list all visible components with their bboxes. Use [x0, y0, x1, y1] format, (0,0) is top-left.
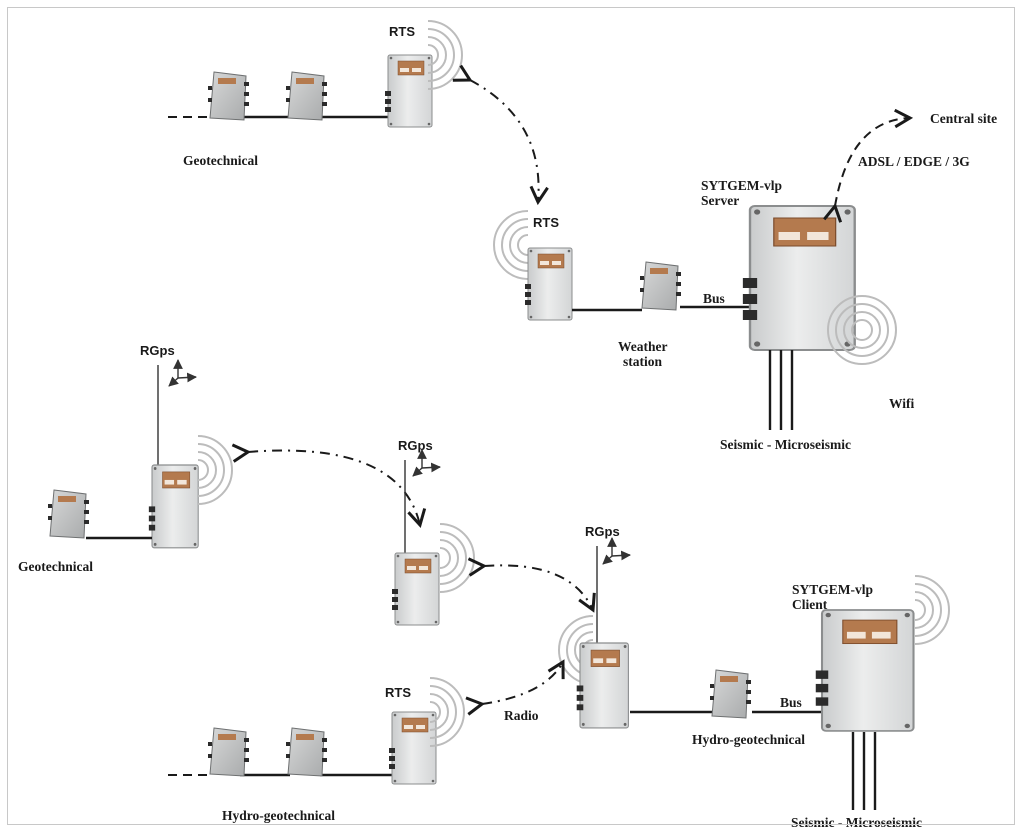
geotechnical-label-top: Geotechnical [183, 153, 258, 168]
seismic-label-client: Seismic - Microseismic [791, 815, 922, 830]
rts-enclosure [384, 54, 433, 128]
sensor-box [285, 71, 328, 121]
adsl-label: ADSL / EDGE / 3G [858, 154, 970, 169]
rgps-label-left: RGps [140, 343, 175, 358]
rts-label-mid: RTS [533, 215, 559, 230]
sensor-box [285, 727, 328, 777]
bus-label-server: Bus [703, 291, 725, 306]
client-label-line1: SYTGEM-vlp [792, 582, 873, 597]
rgps-label-right: RGps [585, 524, 620, 539]
client-area [558, 538, 950, 810]
central-site-label: Central site [930, 111, 997, 126]
middle-relay-station [391, 450, 475, 626]
rts-enclosure [388, 711, 437, 785]
radio-label: Radio [504, 708, 539, 723]
client-enclosure [814, 608, 915, 733]
bus-label-client: Bus [780, 695, 802, 710]
radio-waves-icon [493, 210, 529, 280]
weather-station-label-line2: station [623, 354, 662, 369]
geotechnical-label-left: Geotechnical [18, 559, 93, 574]
radio-link-arrow [452, 64, 549, 206]
hydro-geotechnical-label-bottom: Hydro-geotechnical [222, 808, 335, 823]
wifi-waves-icon [861, 295, 897, 365]
wifi-label: Wifi [889, 396, 915, 411]
server-area [493, 204, 897, 430]
radio-waves-icon [439, 523, 475, 593]
bottom-hydro-chain [168, 677, 465, 785]
hydro-geotechnical-label-client: Hydro-geotechnical [692, 732, 805, 747]
hydro-geotechnical-box [709, 669, 752, 719]
server-label-line1: SYTGEM-vlp [701, 178, 782, 193]
top-geotechnical-chain [168, 20, 463, 128]
gps-axes-icon [603, 538, 630, 564]
client-label-line2: Client [792, 597, 828, 612]
radio-link-arrow [465, 659, 565, 716]
sensor-box [207, 71, 250, 121]
central-site-link-arrow [823, 108, 914, 223]
radio-waves-icon [197, 435, 233, 505]
sensor-box [207, 727, 250, 777]
rts-enclosure [576, 642, 629, 729]
weather-station-label-line1: Weather [618, 339, 668, 354]
radio-link-arrow [467, 557, 596, 613]
seismic-label-server: Seismic - Microseismic [720, 437, 851, 452]
server-label-line2: Server [701, 193, 739, 208]
sensor-box [47, 489, 90, 539]
weather-station-box [639, 261, 682, 311]
rts-label-top: RTS [389, 24, 415, 39]
rts-label-bottom: RTS [385, 685, 411, 700]
rts-enclosure [524, 247, 573, 321]
radio-waves-icon [427, 20, 463, 90]
rgps-label-mid: RGps [398, 438, 433, 453]
radio-waves-icon [914, 575, 950, 645]
rts-enclosure [391, 552, 440, 626]
server-enclosure [741, 204, 856, 352]
gps-axes-icon [169, 360, 196, 386]
radio-link-arrow [231, 443, 427, 529]
rts-enclosure [148, 464, 199, 549]
gps-axes-icon [413, 450, 440, 476]
left-geotechnical-station [47, 360, 233, 549]
